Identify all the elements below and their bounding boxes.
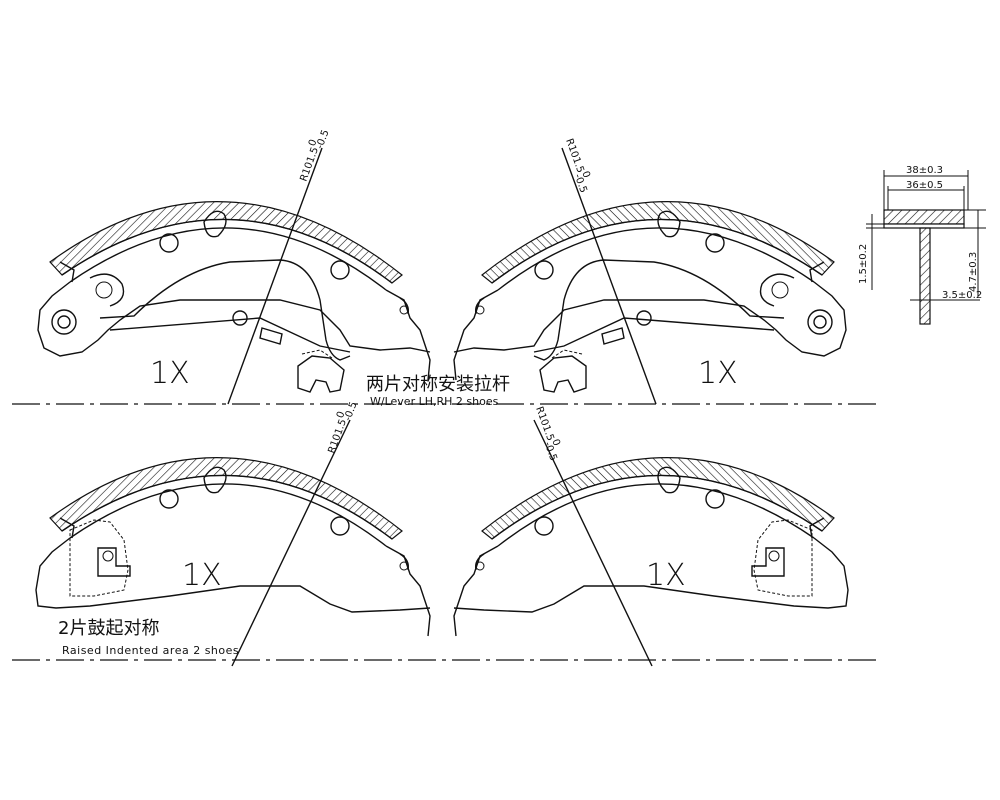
quantity-label-top-left: 1X <box>150 356 190 391</box>
svg-text:R101.5: R101.5 <box>563 137 586 174</box>
svg-text:R101.5: R101.5 <box>298 146 321 183</box>
svg-text:0: 0 <box>335 410 348 420</box>
shoe-top-right <box>453 147 847 405</box>
caption-top-en: W/Lever LH,RH 2 shoes <box>370 395 499 408</box>
dim-width-inner: 36±0.5 <box>906 180 943 191</box>
svg-text:R101.5: R101.5 <box>326 418 349 455</box>
dim-height-left: 1.5±0.2 <box>858 244 869 284</box>
shoe-bottom-right <box>453 419 849 667</box>
shoe-bottom-left <box>35 419 431 667</box>
radius-leader-top-left <box>227 147 323 405</box>
dim-web-thickness: 3.5±0.2 <box>942 290 982 301</box>
quantity-label-bottom-right: 1X <box>646 558 686 593</box>
radius-label-top-left: R101.5 0 -0.5 <box>298 128 332 183</box>
radius-label-bottom-right: R101.5 0 -0.5 <box>533 405 562 462</box>
caption-top-cn: 两片对称安装拉杆 <box>366 374 510 395</box>
dim-height-right: 4.7±0.3 <box>968 252 979 292</box>
caption-bottom-en: Raised Indented area 2 shoes <box>62 644 239 657</box>
shoe-top-left <box>37 147 431 405</box>
radius-label-top-right: R101.5 0 -0.5 <box>563 137 592 194</box>
svg-text:0: 0 <box>549 438 562 448</box>
svg-text:0: 0 <box>579 170 592 180</box>
quantity-label-top-right: 1X <box>698 356 738 391</box>
svg-text:-0.5: -0.5 <box>315 128 332 150</box>
dim-width-outer: 38±0.3 <box>906 165 943 176</box>
radius-label-bottom-left: R101.5 0 -0.5 <box>326 400 359 455</box>
cross-section-detail: 38±0.3 36±0.5 1.5±0.2 4.7±0.3 3.5±0.2 <box>858 165 986 325</box>
caption-bottom-cn: 2片鼓起对称 <box>58 618 159 639</box>
svg-text:0: 0 <box>307 138 320 148</box>
quantity-label-bottom-left: 1X <box>182 558 222 593</box>
